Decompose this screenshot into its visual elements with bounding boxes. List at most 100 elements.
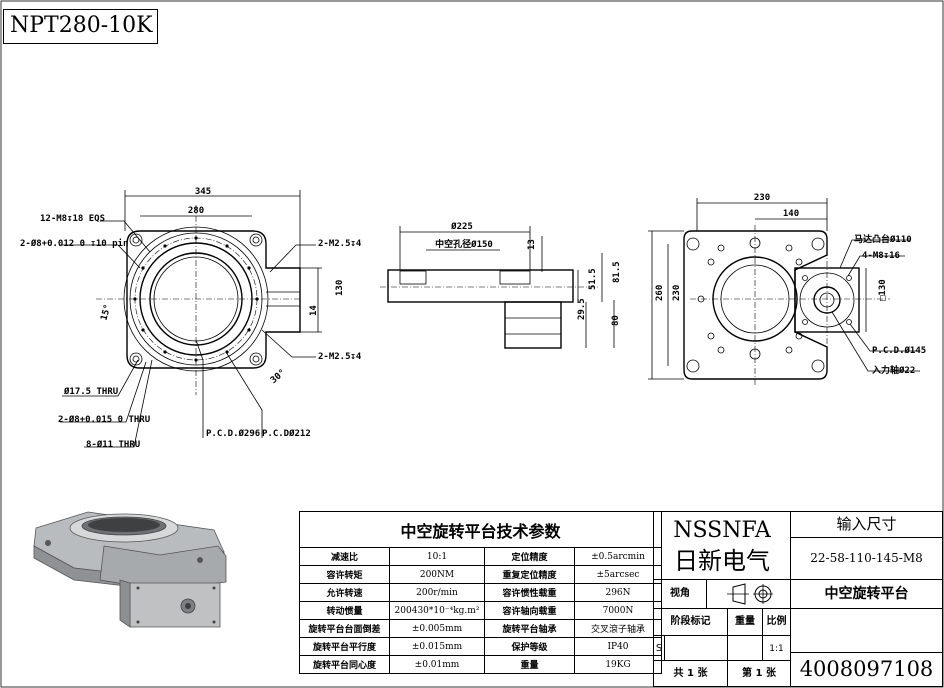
projection-symbol-icon xyxy=(726,583,773,605)
thru-11-note: 8-Ø11 THRU xyxy=(86,439,140,450)
table-row: 旋转平台同心度 ±0.01mm 重量 19KG xyxy=(299,655,662,674)
dim-sq130: □130 xyxy=(878,279,888,301)
spec-table: 中空旋转平台技术参数 减速比 10:1 定位精度 ±0.5arcmin 容许转矩… xyxy=(299,511,662,674)
spec-label: 旋转平台台面倒差 xyxy=(299,619,390,638)
spec-label: 保护等级 xyxy=(484,637,575,656)
weight-label: 重量 xyxy=(735,616,755,627)
side-view: Ø225 中空孔径Ø150 13 51.5 81.5 29.5 80 xyxy=(380,221,622,349)
view-label-cell: 视角 xyxy=(653,579,707,609)
table-row: 旋转平台平行度 ±0.015mm 保护等级 IP40 xyxy=(299,637,662,656)
spec-label: 旋转平台轴承 xyxy=(484,619,575,638)
phone-cell: 4008097108 xyxy=(790,652,943,687)
dim-260: 260 xyxy=(655,285,665,301)
brand-cn: 日新电气 xyxy=(674,547,770,575)
dim-81-5: 81.5 xyxy=(612,261,622,283)
bore-note: 中空孔径Ø150 xyxy=(435,238,493,250)
dim-51-5: 51.5 xyxy=(588,268,598,290)
projection-symbol-cell xyxy=(706,579,791,609)
scale-label-cell: 比例 xyxy=(762,608,791,636)
holes-12-note: 12-M8↧18 EQS xyxy=(40,214,105,224)
angle-30: 30° xyxy=(269,368,288,386)
spec-value: 296N xyxy=(574,583,662,602)
table-row: 转动惯量 200430*10⁻⁴kg.m² 容许轴向载重 7000N xyxy=(299,601,662,620)
stage-blank-cell xyxy=(664,635,728,661)
brand-box: NSSNFA 日新电气 xyxy=(653,511,791,580)
isometric-product-image xyxy=(33,511,227,628)
pin-note: 2-Ø8+0.012 0 ↧10 pin xyxy=(20,238,128,249)
spec-value: IP40 xyxy=(574,637,662,656)
input-label: 输入尺寸 xyxy=(836,515,897,533)
stage-label-cell: 阶段标记 xyxy=(653,608,728,636)
product-name-cell: 中空旋转平台 xyxy=(790,579,943,609)
dim-14: 14 xyxy=(309,305,319,316)
m8-note: 4-M8↧16 xyxy=(862,251,900,261)
spec-value: 19KG xyxy=(574,655,662,674)
input-label-cell: 输入尺寸 xyxy=(790,511,943,538)
spec-value: 200r/min xyxy=(389,583,485,602)
input-code: 22-58-110-145-M8 xyxy=(810,551,923,565)
brand-en: NSSNFA xyxy=(673,518,771,543)
spec-label: 重复定位精度 xyxy=(484,565,575,584)
total-sheets-cell: 共 1 张 xyxy=(653,660,728,687)
dim-230v: 230 xyxy=(672,285,682,301)
spec-label: 转动惯量 xyxy=(299,601,390,620)
model-title: NPT280-10K xyxy=(3,9,158,44)
pcd-212: P.C.DØ212 xyxy=(262,428,311,439)
scale-value-cell: 1:1 xyxy=(762,635,791,661)
m25-top-note: 2-M2.5↧4 xyxy=(318,239,362,249)
dim-230: 230 xyxy=(754,193,770,203)
table-row: 减速比 10:1 定位精度 ±0.5arcmin xyxy=(299,547,662,566)
spec-value: 200430*10⁻⁴kg.m² xyxy=(389,601,485,620)
weight-label-cell: 重量 xyxy=(727,608,763,636)
product-name: 中空旋转平台 xyxy=(824,586,909,602)
total-sheets: 共 1 张 xyxy=(673,668,708,679)
table-row: 旋转平台台面倒差 ±0.005mm 旋转平台轴承 交叉滾子轴承 xyxy=(299,619,662,638)
dim-80: 80 xyxy=(611,315,621,326)
dim-29-5: 29.5 xyxy=(577,298,587,320)
spec-value: ±5arcsec xyxy=(574,565,662,584)
front-view: 345 280 12-M8↧18 EQS 2-Ø8+0.012 0 ↧10 pi… xyxy=(20,187,362,450)
spec-label: 容许惯性载重 xyxy=(484,583,575,602)
spec-value: 200NM xyxy=(389,565,485,584)
spec-value: ±0.5arcmin xyxy=(574,547,662,566)
stage-label: 阶段标记 xyxy=(670,616,711,627)
dim-280: 280 xyxy=(188,206,204,216)
spec-label: 容许转矩 xyxy=(299,565,390,584)
m25-bottom-note: 2-M2.5↧4 xyxy=(318,352,362,362)
spec-label: 容许轴向载重 xyxy=(484,601,575,620)
stage-s: S xyxy=(655,643,663,654)
sheet-no-cell: 第 1 张 xyxy=(727,660,791,687)
spec-label: 减速比 xyxy=(299,547,390,566)
spec-table-title: 中空旋转平台技术参数 xyxy=(299,511,662,548)
spec-label: 定位精度 xyxy=(484,547,575,566)
dim-140: 140 xyxy=(783,209,799,219)
spec-label: 旋转平台平行度 xyxy=(299,637,390,656)
input-code-cell: 22-58-110-145-M8 xyxy=(790,537,943,580)
spec-value: ±0.015mm xyxy=(389,637,485,656)
shaft-note: 入力轴Ø22 xyxy=(871,364,915,376)
spec-value: 交叉滾子轴承 xyxy=(574,619,662,638)
spec-value: 7000N xyxy=(574,601,662,620)
dim-225: Ø225 xyxy=(450,221,473,232)
dim-130: 130 xyxy=(335,280,345,296)
motor-view: 230 140 260 230 □130 马达凸台Ø110 4-M8↧16 P.… xyxy=(648,193,926,385)
spec-label: 允许转速 xyxy=(299,583,390,602)
blank-right-cell xyxy=(790,608,943,653)
table-row: 允许转速 200r/min 容许惯性载重 296N xyxy=(299,583,662,602)
thru-175-note: Ø17.5 THRU xyxy=(63,386,118,397)
spec-value: 10:1 xyxy=(389,547,485,566)
pcd-296: P.C.D.Ø296 xyxy=(206,428,260,439)
phone-number: 4008097108 xyxy=(799,657,934,681)
dim-345: 345 xyxy=(195,187,211,197)
weight-value-cell xyxy=(727,635,763,661)
boss-note: 马达凸台Ø110 xyxy=(854,233,912,245)
pcd-145-note: P.C.D.Ø145 xyxy=(872,345,926,356)
spec-value: ±0.005mm xyxy=(389,619,485,638)
angle-15: 15° xyxy=(100,303,114,321)
table-row: 容许转矩 200NM 重复定位精度 ±5arcsec xyxy=(299,565,662,584)
sheet-no: 第 1 张 xyxy=(742,668,776,679)
dim-13: 13 xyxy=(527,239,537,250)
view-label: 视角 xyxy=(670,588,690,599)
